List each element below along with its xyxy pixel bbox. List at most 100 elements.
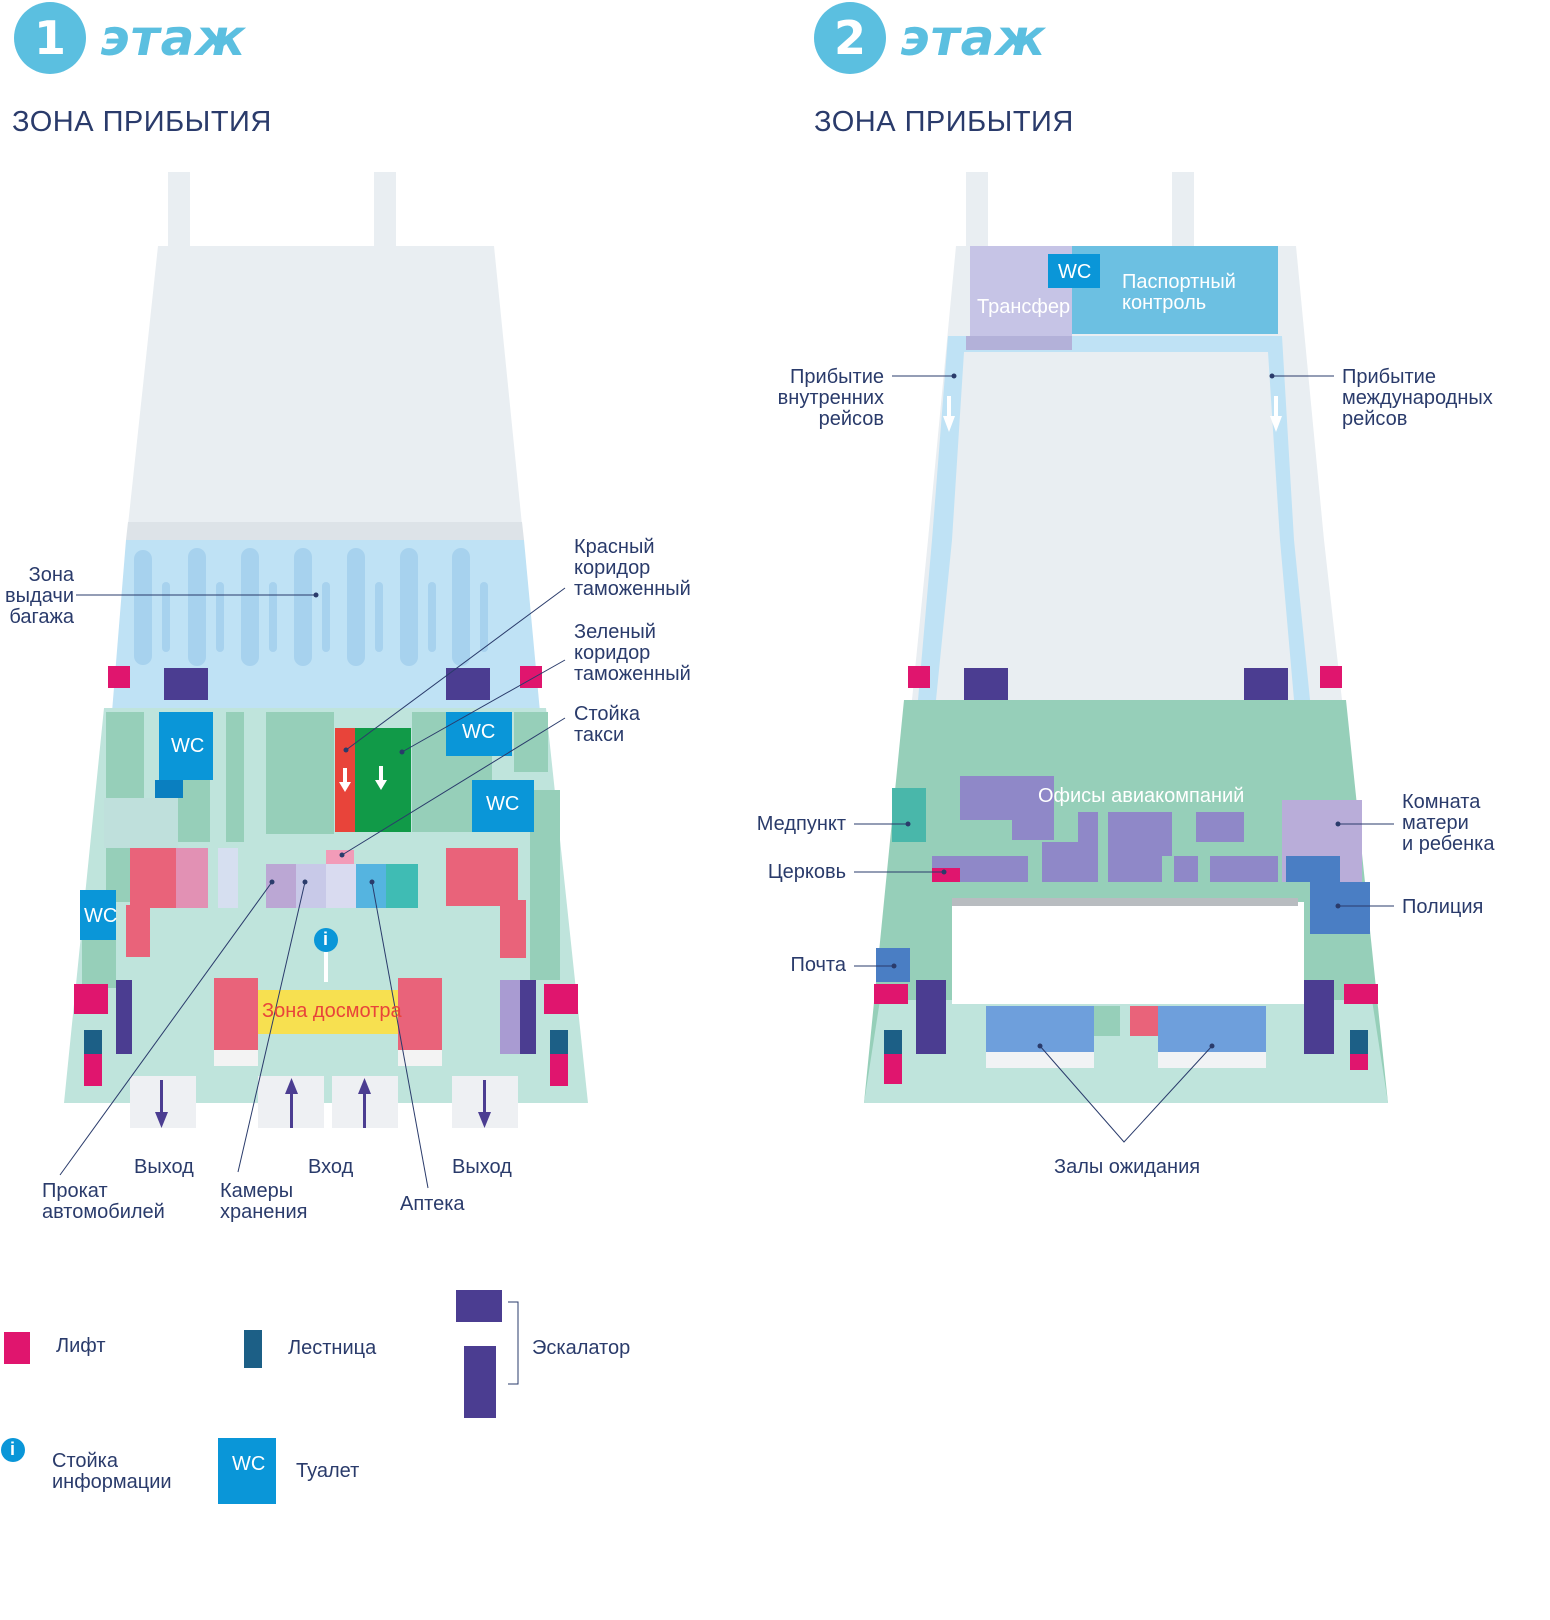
f2-atrium <box>952 902 1304 1004</box>
f2-elevator <box>1320 666 1342 688</box>
belt <box>294 548 312 666</box>
label-international-arrivals: Прибытие международных рейсов <box>1342 366 1493 430</box>
legend-toilet: Туалет <box>296 1460 360 1482</box>
office-block <box>1012 818 1054 840</box>
floor2-map <box>854 172 1394 1143</box>
arrow-down <box>1274 396 1278 418</box>
floor1-badge: 1 <box>14 2 86 74</box>
leader-line <box>1039 1045 1213 1143</box>
leader-dot <box>343 747 349 753</box>
label-baggage: Зона выдачи багажа <box>5 564 74 628</box>
f1-wc-label: WC <box>462 721 496 743</box>
label-police: Полиция <box>1402 896 1484 918</box>
arrow-down <box>155 1112 168 1128</box>
floor1-word: этаж <box>100 9 247 67</box>
legend-wc-label: WC <box>232 1453 266 1475</box>
label-car-rental: Прокат автомобилей <box>42 1180 165 1223</box>
f2-atrium-rail <box>952 898 1298 906</box>
leader-dot <box>369 879 375 885</box>
f1-inspection-base <box>214 1050 258 1066</box>
escalator-bracket <box>508 1301 519 1385</box>
f1-stairs <box>84 1030 102 1054</box>
label-mother-child: Комната матери и ребенка <box>1402 791 1495 855</box>
f2-police <box>1310 882 1370 934</box>
f1-stairs <box>550 1030 568 1054</box>
f2-escalator <box>1304 980 1334 1054</box>
f1-wc-shadow <box>155 780 183 798</box>
f2-stairs <box>884 1030 902 1054</box>
toilet-icon <box>218 1438 276 1504</box>
leader-dot <box>905 821 911 827</box>
f2-jetway-right <box>1172 172 1194 252</box>
f1-elevator <box>84 1052 102 1086</box>
f1-elevator <box>74 984 108 1014</box>
f2-medical <box>892 788 926 842</box>
legend-info-desk: Стойка информации <box>52 1450 172 1493</box>
belt <box>480 582 488 652</box>
label-waiting-halls: Залы ожидания <box>1054 1156 1201 1178</box>
arrow-down <box>343 768 347 784</box>
f2-escalator <box>964 668 1008 700</box>
belt <box>269 582 277 652</box>
arrow-up <box>290 1090 293 1128</box>
f2-passport-zone <box>1072 246 1278 334</box>
label-medical: Медпункт <box>756 813 846 835</box>
floor1-map <box>59 172 588 1189</box>
f1-green-block <box>266 712 334 834</box>
f1-kiosk <box>386 864 418 908</box>
f1-leader-lines <box>59 587 566 1189</box>
f2-corridor <box>918 336 1310 700</box>
f1-green-block <box>514 712 548 772</box>
leader-dot <box>941 869 947 875</box>
label-taxi: Стойка такси <box>574 703 640 746</box>
f1-kiosk-pharmacy <box>356 864 386 908</box>
f2-wc-label: WC <box>1058 261 1092 283</box>
office-block <box>1108 812 1172 856</box>
office-block <box>1042 842 1098 882</box>
f2-elevator <box>874 984 908 1004</box>
belt <box>452 548 470 666</box>
leader-line <box>345 587 566 751</box>
f1-elevator <box>550 1052 568 1086</box>
label-exit-left: Выход <box>134 1156 194 1178</box>
office-block <box>1196 812 1244 842</box>
f1-green-block <box>82 940 116 988</box>
belt <box>375 582 383 652</box>
arrow-down <box>943 416 955 432</box>
label-red-corridor: Красный коридор таможенный <box>574 536 691 600</box>
legend-info-icon-glyph: i <box>10 1439 16 1459</box>
label-pharmacy: Аптека <box>400 1193 465 1215</box>
f2-transfer-label: Трансфер <box>977 296 1071 318</box>
f1-elevator <box>520 666 542 688</box>
arrow-down <box>379 766 383 782</box>
info-icon <box>1 1438 25 1462</box>
floor2-header: 2 этаж <box>814 2 1046 74</box>
f2-elevator <box>1350 1054 1368 1070</box>
f2-upper-hall <box>912 246 1342 700</box>
leader-dot <box>1335 821 1341 827</box>
f1-kiosk-car-rental <box>266 864 296 908</box>
f2-police-top <box>1286 856 1340 882</box>
f2-offices-label: Офисы авиакомпаний <box>1038 785 1245 807</box>
leader-dot <box>399 749 405 755</box>
f1-kiosk-taxi <box>326 864 356 908</box>
f2-jetway-left <box>966 172 988 252</box>
leader-dot <box>1037 1043 1043 1049</box>
floor2-zone-title: ЗОНА ПРИБЫТИЯ <box>814 106 1074 138</box>
f2-leader-lines <box>854 375 1394 1143</box>
label-entrance: Вход <box>308 1156 354 1178</box>
arrow-down <box>483 1080 486 1114</box>
office-block <box>1078 812 1098 842</box>
f1-escalator <box>446 668 490 700</box>
belt <box>347 548 365 666</box>
f1-pink-block <box>500 900 526 958</box>
f2-waiting-mint <box>1094 1006 1120 1036</box>
label-luggage-storage: Камеры хранения <box>220 1180 308 1223</box>
f1-wc-label: WC <box>84 905 118 927</box>
leader-dot <box>302 879 308 885</box>
leader-dot <box>269 879 275 885</box>
f2-elevator <box>1344 984 1378 1004</box>
leader-dot <box>1269 373 1275 379</box>
f1-inspection-zone <box>258 990 398 1034</box>
